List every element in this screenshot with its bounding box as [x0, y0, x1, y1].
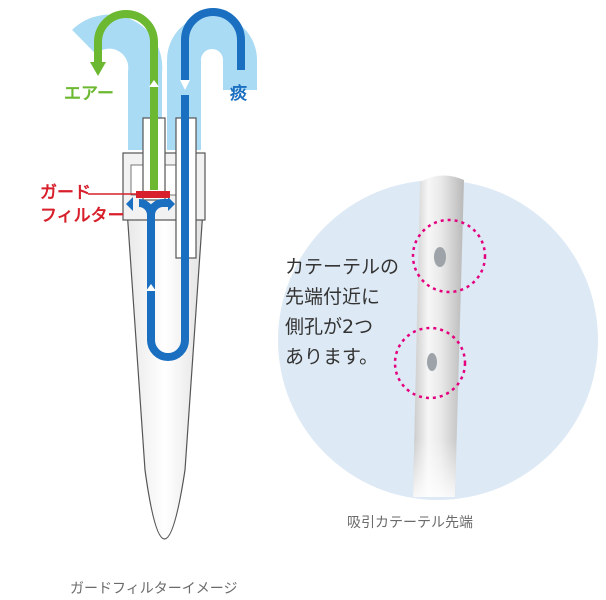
air-chevron — [149, 80, 159, 87]
guard-filter — [136, 191, 170, 198]
catheter-tip-caption: 吸引カテーテル先端 — [347, 515, 473, 531]
guard-filter-label-line1: ガード — [40, 183, 91, 203]
sputum-chevron-bottom — [146, 284, 156, 291]
sputum-arrowhead-left — [126, 197, 133, 211]
air-duct — [72, 14, 163, 150]
air-arrowhead — [90, 62, 106, 76]
side-hole-upper — [434, 247, 446, 267]
hole-marker-lower — [393, 326, 467, 400]
sputum-chevron-top — [180, 80, 190, 90]
guard-filter-label-line2: フィルター — [40, 206, 125, 226]
guard-filter-device — [72, 8, 257, 540]
air-label: エアー — [64, 84, 114, 104]
side-hole-lower — [427, 353, 437, 371]
sputum-flow-top — [181, 8, 245, 80]
hole-marker-upper — [411, 218, 487, 294]
guard-filter-caption: ガードフィルターイメージ — [70, 581, 238, 597]
catheter-tube — [413, 175, 464, 498]
sputum-arrowhead-right — [168, 197, 175, 211]
sputum-label: 痰 — [230, 84, 247, 104]
side-hole-callout: カテーテルの 先端付近に 側孔が2つ あります。 — [285, 256, 400, 368]
catheter-tip-circle — [278, 175, 598, 500]
sputum-flow-bottom — [138, 95, 189, 361]
air-flow-line — [94, 10, 158, 190]
